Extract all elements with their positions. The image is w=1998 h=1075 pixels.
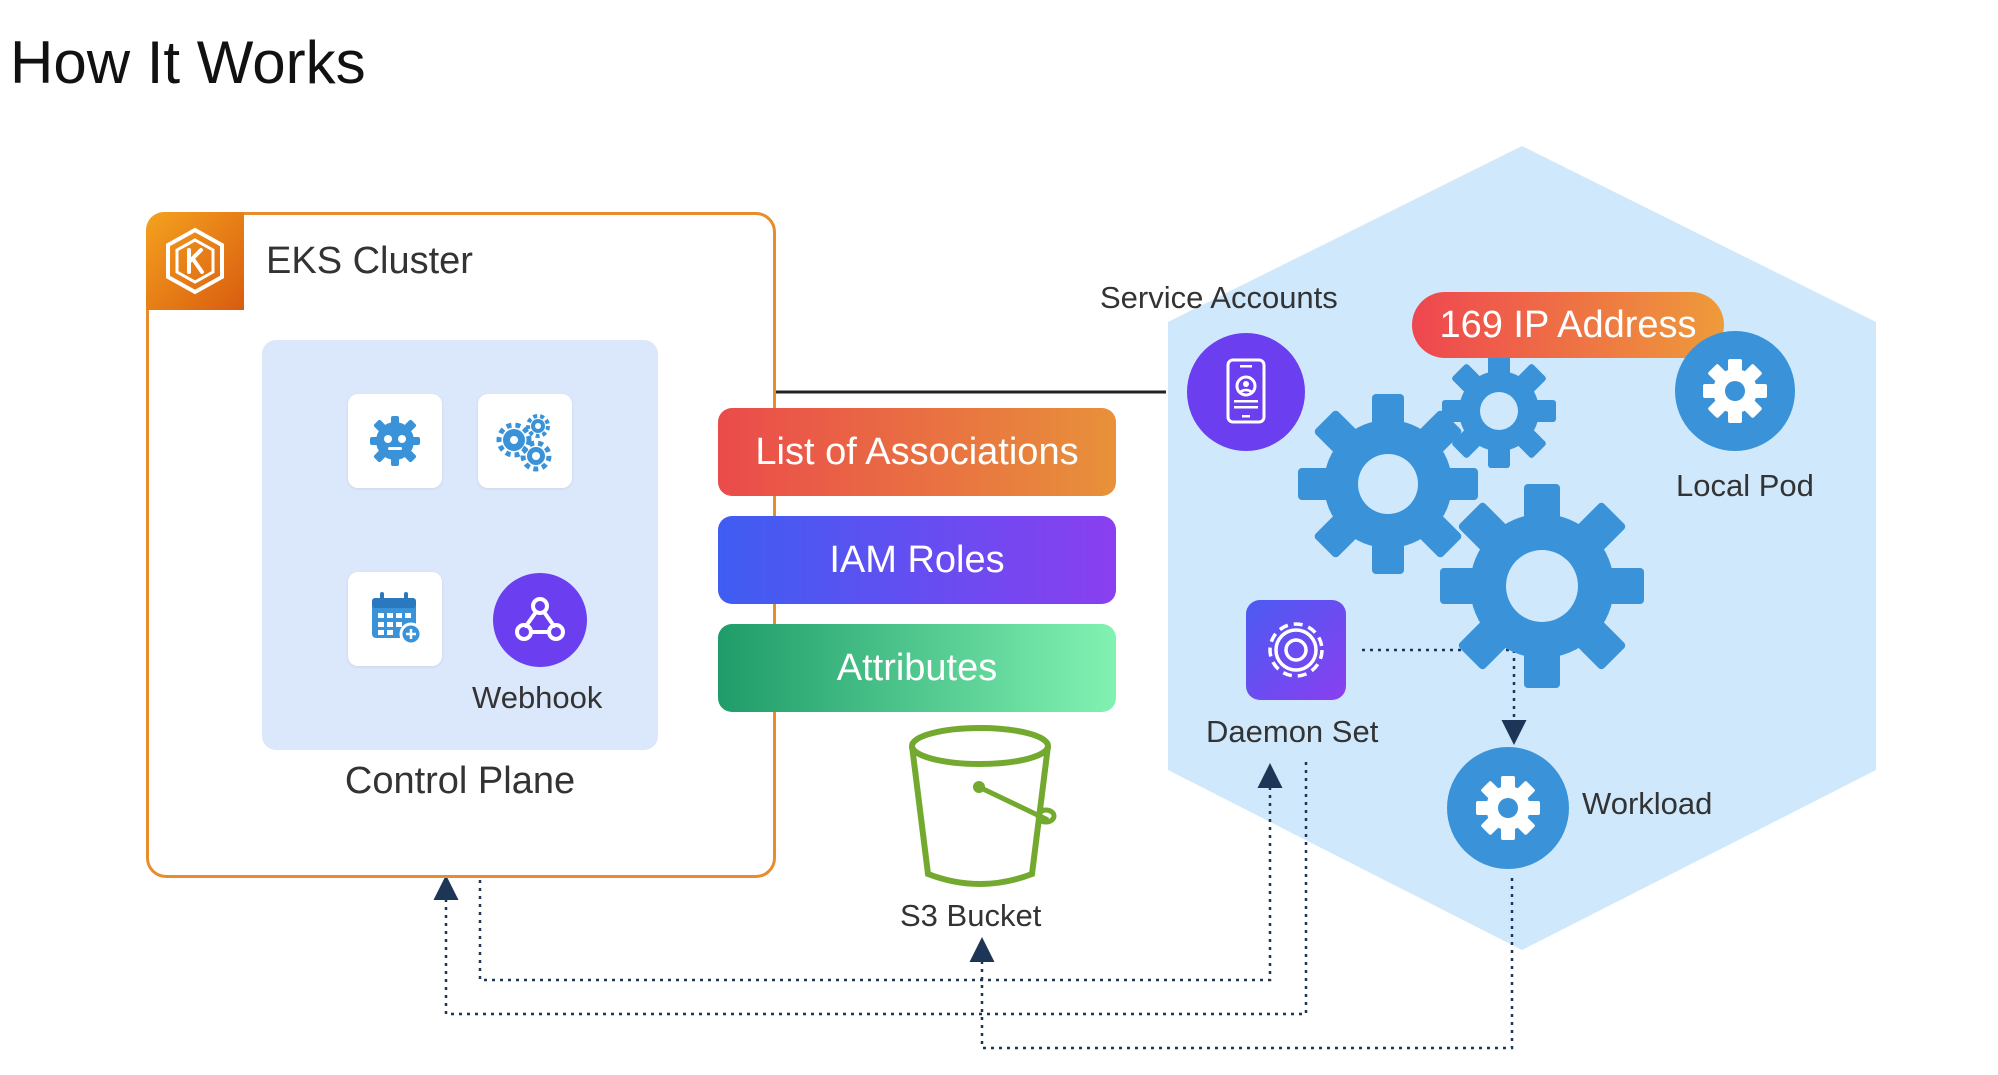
s3-bucket	[900, 724, 1060, 894]
bucket-icon	[909, 725, 1057, 887]
webhook-icon	[493, 573, 587, 667]
gear-icon	[1675, 331, 1795, 451]
tile-robot-gear	[348, 394, 442, 488]
tile-gears	[478, 394, 572, 488]
service-accounts-label: Service Accounts	[1100, 280, 1338, 315]
service-accounts-badge	[1186, 332, 1306, 452]
ip-address-badge: 169 IP Address	[1412, 292, 1724, 358]
local-pod-badge	[1674, 330, 1796, 452]
kubernetes-icon	[166, 227, 224, 295]
eks-cluster-label: EKS Cluster	[266, 240, 473, 282]
xl-gear-icon	[1440, 484, 1644, 688]
workload-badge	[1446, 746, 1570, 870]
page-title: How It Works	[10, 29, 366, 96]
gear-icon	[1447, 747, 1569, 869]
eks-badge	[146, 212, 244, 310]
daemon-set-label: Daemon Set	[1206, 714, 1379, 749]
daemon-set-badge	[1244, 598, 1348, 702]
webhook-label: Webhook	[472, 680, 603, 715]
iam-roles-pill: IAM Roles	[718, 516, 1116, 604]
local-pod-label: Local Pod	[1676, 468, 1814, 503]
mobile-profile-icon	[1187, 333, 1305, 451]
calendar-icon	[372, 592, 423, 646]
control-plane-panel	[262, 340, 658, 750]
webhook-badge	[492, 572, 588, 668]
tile-calendar	[348, 572, 442, 666]
attributes-pill: Attributes	[718, 624, 1116, 712]
gears-icon	[496, 414, 552, 472]
workload-label: Workload	[1582, 786, 1713, 821]
robot-gear-icon	[370, 416, 420, 466]
gear-icon	[1246, 600, 1346, 700]
control-plane-label: Control Plane	[344, 760, 576, 802]
large-gear-icon	[1298, 394, 1478, 574]
list-of-associations-pill: List of Associations	[718, 408, 1116, 496]
small-gear-icon	[1442, 354, 1556, 468]
s3-bucket-label: S3 Bucket	[900, 898, 1042, 933]
